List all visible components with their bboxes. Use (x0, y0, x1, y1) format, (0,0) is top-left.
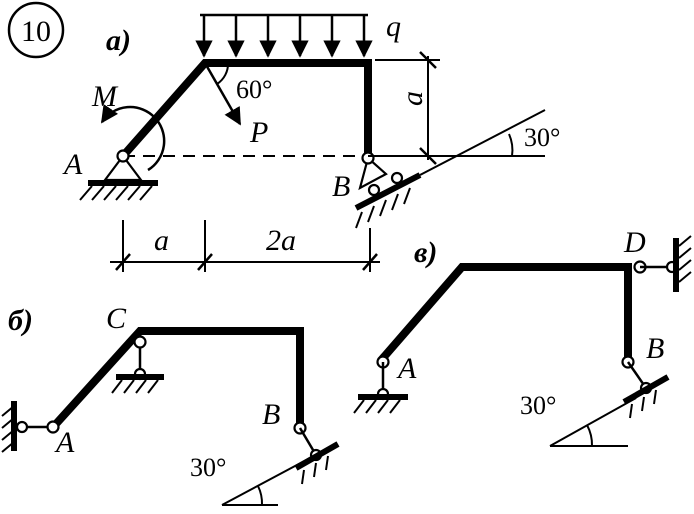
pin-A (116, 149, 130, 163)
angle-30-label-b: 30° (190, 453, 226, 482)
dim-2a-horizontal: 2a (266, 224, 296, 257)
roller-B-1 (367, 183, 381, 197)
problem-number-circle (7, 1, 65, 59)
support-B-incline-c (622, 374, 670, 405)
angle-60-label: 60° (236, 75, 272, 104)
angle-30-label-c: 30° (520, 391, 556, 420)
pin-B (361, 151, 375, 165)
figure-c-tag: в) (414, 236, 437, 269)
label-A: A (62, 148, 83, 181)
label-M: M (91, 80, 119, 113)
pin-C-b (133, 335, 147, 349)
frame-c (377, 263, 632, 364)
label-B: B (332, 170, 350, 203)
label-A-c: A (396, 352, 417, 385)
support-A-pin (79, 149, 158, 201)
support-B-incline-b (294, 441, 340, 471)
angle-ref-incline (419, 109, 546, 176)
distributed-load-q (195, 13, 373, 58)
label-D-c: D (623, 226, 646, 259)
support-B-triangle (358, 155, 388, 191)
roller-B-2 (390, 171, 404, 185)
force-P-arrow (203, 62, 242, 126)
pin-A-b (46, 420, 60, 434)
support-B-incline-ground (354, 172, 422, 211)
dim-a-horizontal: a (154, 224, 169, 257)
figure-c: в) A D B 30° (353, 226, 692, 447)
angle-30-label-a: 30° (524, 123, 560, 152)
figure-a-tag: а) (106, 24, 131, 57)
label-C-b: C (106, 302, 127, 335)
figure-b-tag: б) (8, 304, 33, 337)
support-B-roller (354, 151, 422, 229)
problem-number: 10 (21, 15, 51, 48)
angle-arc-60 (216, 62, 230, 85)
dim-a-vertical: a (396, 91, 429, 106)
label-B-b: B (262, 398, 280, 431)
problem-number-badge: 10 (7, 1, 65, 59)
label-A-b: A (54, 426, 75, 459)
figure-a: а) q P 60° (62, 10, 560, 272)
label-P: P (249, 116, 268, 149)
label-q: q (386, 10, 401, 43)
angle-arc-30-a (508, 133, 514, 157)
moment-M-arrow (100, 104, 166, 172)
figure-b: б) A C B 30° (1, 302, 340, 506)
frame-a (117, 59, 372, 162)
frame-b (49, 327, 304, 431)
label-B-c: B (646, 332, 664, 365)
